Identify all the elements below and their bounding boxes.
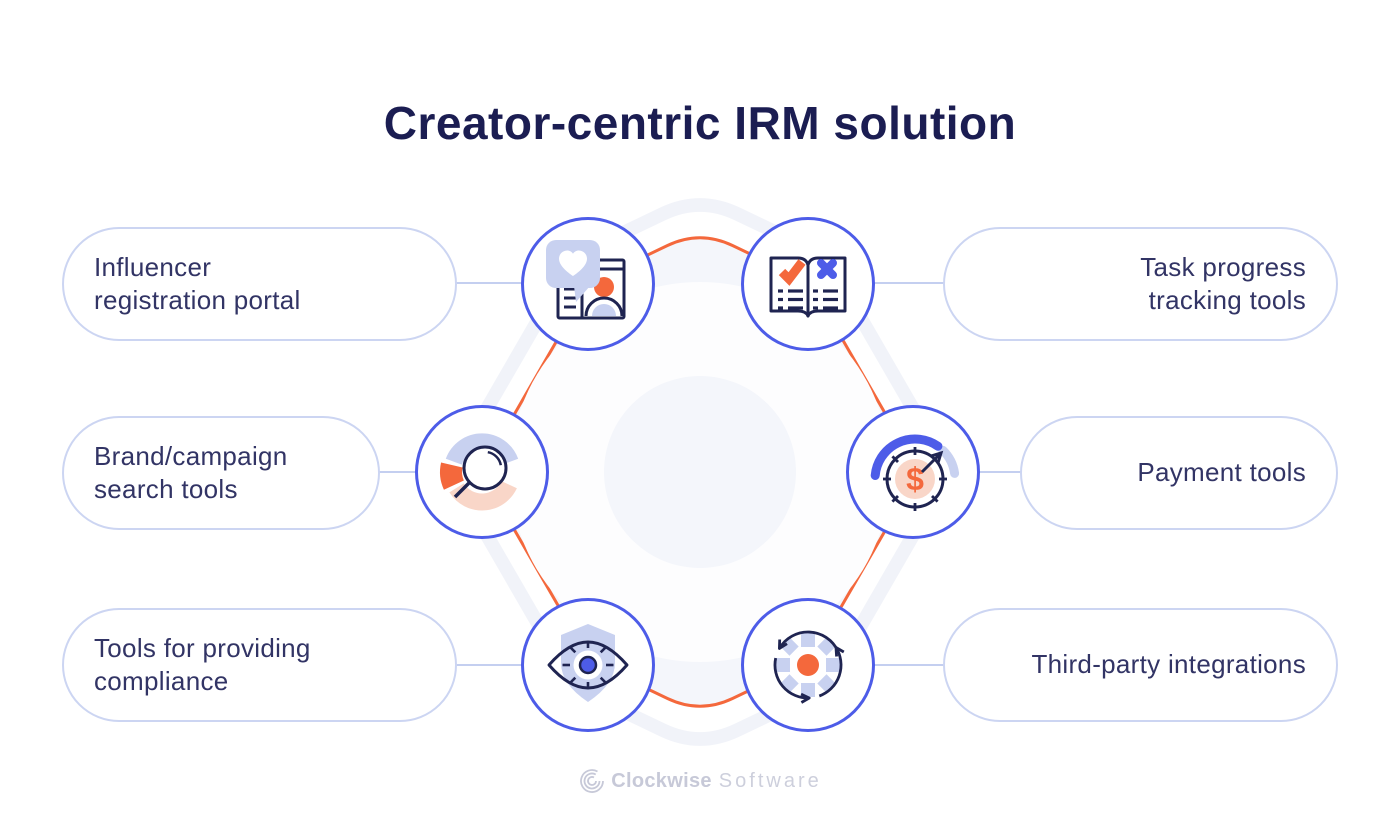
cycle-arrows-icon bbox=[773, 630, 845, 704]
feature-pill-integrations: Third-party integrations bbox=[943, 608, 1338, 722]
connector-line bbox=[455, 664, 525, 666]
shield-eye-icon bbox=[547, 624, 629, 702]
feature-label: Third-party integrations bbox=[1031, 649, 1306, 680]
dollar-gauge-icon: $ bbox=[870, 434, 960, 511]
connector-line bbox=[978, 471, 1022, 473]
icon-circle-search bbox=[415, 405, 549, 539]
feature-pill-search: Brand/campaign search tools bbox=[62, 416, 380, 530]
connector-line bbox=[455, 282, 525, 284]
chart-magnifier-icon bbox=[440, 433, 519, 511]
feature-pill-payment: Payment tools bbox=[1020, 416, 1338, 530]
feature-label: Payment tools bbox=[1137, 457, 1306, 488]
feature-pill-registration: Influencer registration portal bbox=[62, 227, 457, 341]
feature-label: Brand/campaign search tools bbox=[94, 440, 288, 504]
connector-line bbox=[378, 471, 418, 473]
book-checklist-icon bbox=[769, 256, 847, 318]
inner-light-circle bbox=[604, 376, 796, 568]
brand-name-bold: Clockwise bbox=[611, 769, 712, 792]
icon-circle-registration bbox=[521, 217, 655, 351]
clockwise-logo-icon bbox=[580, 769, 605, 793]
icon-circle-integrations bbox=[741, 598, 875, 732]
connector-line bbox=[872, 664, 945, 666]
registration-portal-icon bbox=[546, 240, 626, 320]
feature-pill-compliance: Tools for providing compliance bbox=[62, 608, 457, 722]
brand-logo: Clockwise Software bbox=[0, 768, 1400, 794]
dollar-sign: $ bbox=[906, 461, 924, 497]
page-title: Creator-centric IRM solution bbox=[383, 97, 1017, 149]
hexagon-graphic bbox=[453, 198, 947, 746]
brand-name-light: Software bbox=[718, 769, 822, 792]
like-bubble-icon bbox=[546, 240, 600, 302]
feature-label: Tools for providing compliance bbox=[94, 632, 311, 696]
feature-pill-task-progress: Task progress tracking tools bbox=[943, 227, 1338, 341]
icon-circle-compliance bbox=[521, 598, 655, 732]
connector-line bbox=[872, 282, 945, 284]
icon-circle-task-progress bbox=[741, 217, 875, 351]
feature-label: Influencer registration portal bbox=[94, 251, 301, 315]
icon-circle-payment: $ bbox=[846, 405, 980, 539]
feature-label: Task progress tracking tools bbox=[1140, 251, 1306, 315]
